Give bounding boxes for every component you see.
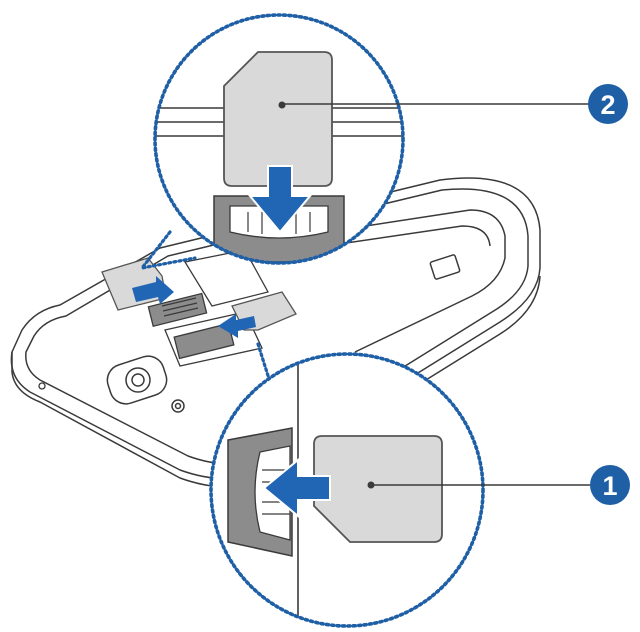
callout-1-number: 1 — [602, 471, 617, 501]
sim-card-small-upper — [101, 257, 174, 311]
side-key-hole — [38, 382, 46, 390]
slot-frame-bottom — [164, 311, 263, 367]
callout-2: 2 — [588, 84, 628, 124]
sim-slot-1-contacts — [161, 297, 199, 317]
camera-lens-outer — [125, 367, 151, 393]
sim-card-small-lower — [218, 291, 297, 338]
battery-compartment — [299, 209, 506, 353]
callout-1-badge — [590, 465, 630, 505]
flash-led — [171, 399, 185, 413]
sim-slot-1-tray — [147, 292, 208, 328]
callout-2-badge — [588, 84, 628, 124]
camera-housing — [106, 355, 168, 405]
lower-zoom-content — [227, 360, 443, 626]
compartment-inner-line — [311, 225, 491, 249]
flash-led-core — [174, 402, 182, 410]
sim-card-1 — [313, 435, 443, 543]
slot-frame-top — [183, 249, 269, 307]
arrow-down — [247, 165, 313, 234]
upper-tray-contacts — [247, 212, 311, 234]
upper-zoom-outline — [153, 13, 405, 265]
sim-slot-area — [147, 249, 269, 367]
callout-1: 1 — [590, 465, 630, 505]
small-arrow-1 — [218, 314, 256, 338]
sim-card-2-marker — [278, 101, 286, 109]
sim-slot-2-tray — [173, 322, 235, 360]
battery-contacts — [429, 254, 461, 280]
camera-lens-inner — [131, 373, 145, 387]
camera-module — [106, 355, 185, 413]
callout-2-number: 2 — [600, 90, 615, 120]
small-arrow-2 — [132, 276, 174, 304]
arrow-left — [262, 457, 331, 519]
sim-card-2 — [223, 51, 333, 187]
upper-zoom-content — [155, 51, 403, 263]
lower-zoom-tail — [256, 342, 272, 384]
zoom-tails — [138, 230, 272, 384]
sim-card-1-marker — [367, 481, 375, 489]
upper-zoom-tail — [138, 230, 197, 271]
lower-zoom-outline — [209, 352, 485, 628]
